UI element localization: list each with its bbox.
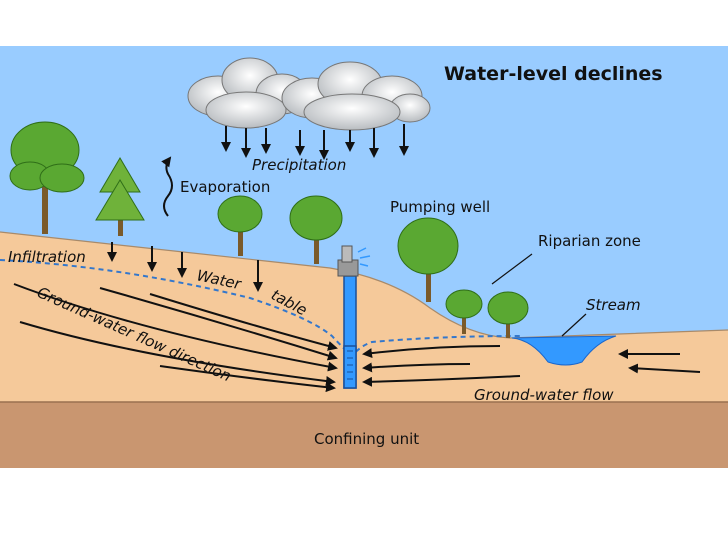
groundwater-diagram: Water-level declines Precipitation Evapo… bbox=[0, 46, 728, 468]
tree-1 bbox=[9, 121, 85, 234]
precipitation-arrows bbox=[221, 124, 409, 160]
groundwater-flow-arrows-right bbox=[362, 345, 701, 387]
label-infiltration: Infiltration bbox=[8, 248, 86, 266]
tree-3 bbox=[217, 195, 263, 256]
leader-lines bbox=[491, 253, 587, 337]
label-stream: Stream bbox=[586, 296, 641, 314]
confining-unit-layer bbox=[0, 402, 728, 468]
pumping-well bbox=[337, 245, 371, 389]
diagram-title: Water-level declines bbox=[444, 63, 663, 85]
cloud-right bbox=[281, 61, 431, 131]
tree-5 bbox=[397, 217, 459, 302]
tree-7 bbox=[487, 291, 529, 338]
stream-water bbox=[511, 335, 617, 366]
label-pumping-well: Pumping well bbox=[390, 198, 490, 216]
label-riparian-zone: Riparian zone bbox=[538, 232, 641, 250]
label-confining-unit: Confining unit bbox=[314, 430, 419, 448]
infiltration-arrows bbox=[107, 242, 263, 292]
groundwater-flow-arrows-left bbox=[13, 283, 338, 393]
evaporation-arrow bbox=[161, 156, 173, 217]
label-precipitation: Precipitation bbox=[252, 156, 346, 174]
diagram-canvas: Water-level declines Precipitation Evapo… bbox=[0, 46, 728, 468]
label-groundwater-flow: Ground-water flow bbox=[474, 386, 614, 404]
tree-4 bbox=[289, 195, 343, 264]
tree-6 bbox=[445, 289, 483, 334]
tree-2 bbox=[95, 157, 145, 236]
label-evaporation: Evaporation bbox=[180, 178, 270, 196]
